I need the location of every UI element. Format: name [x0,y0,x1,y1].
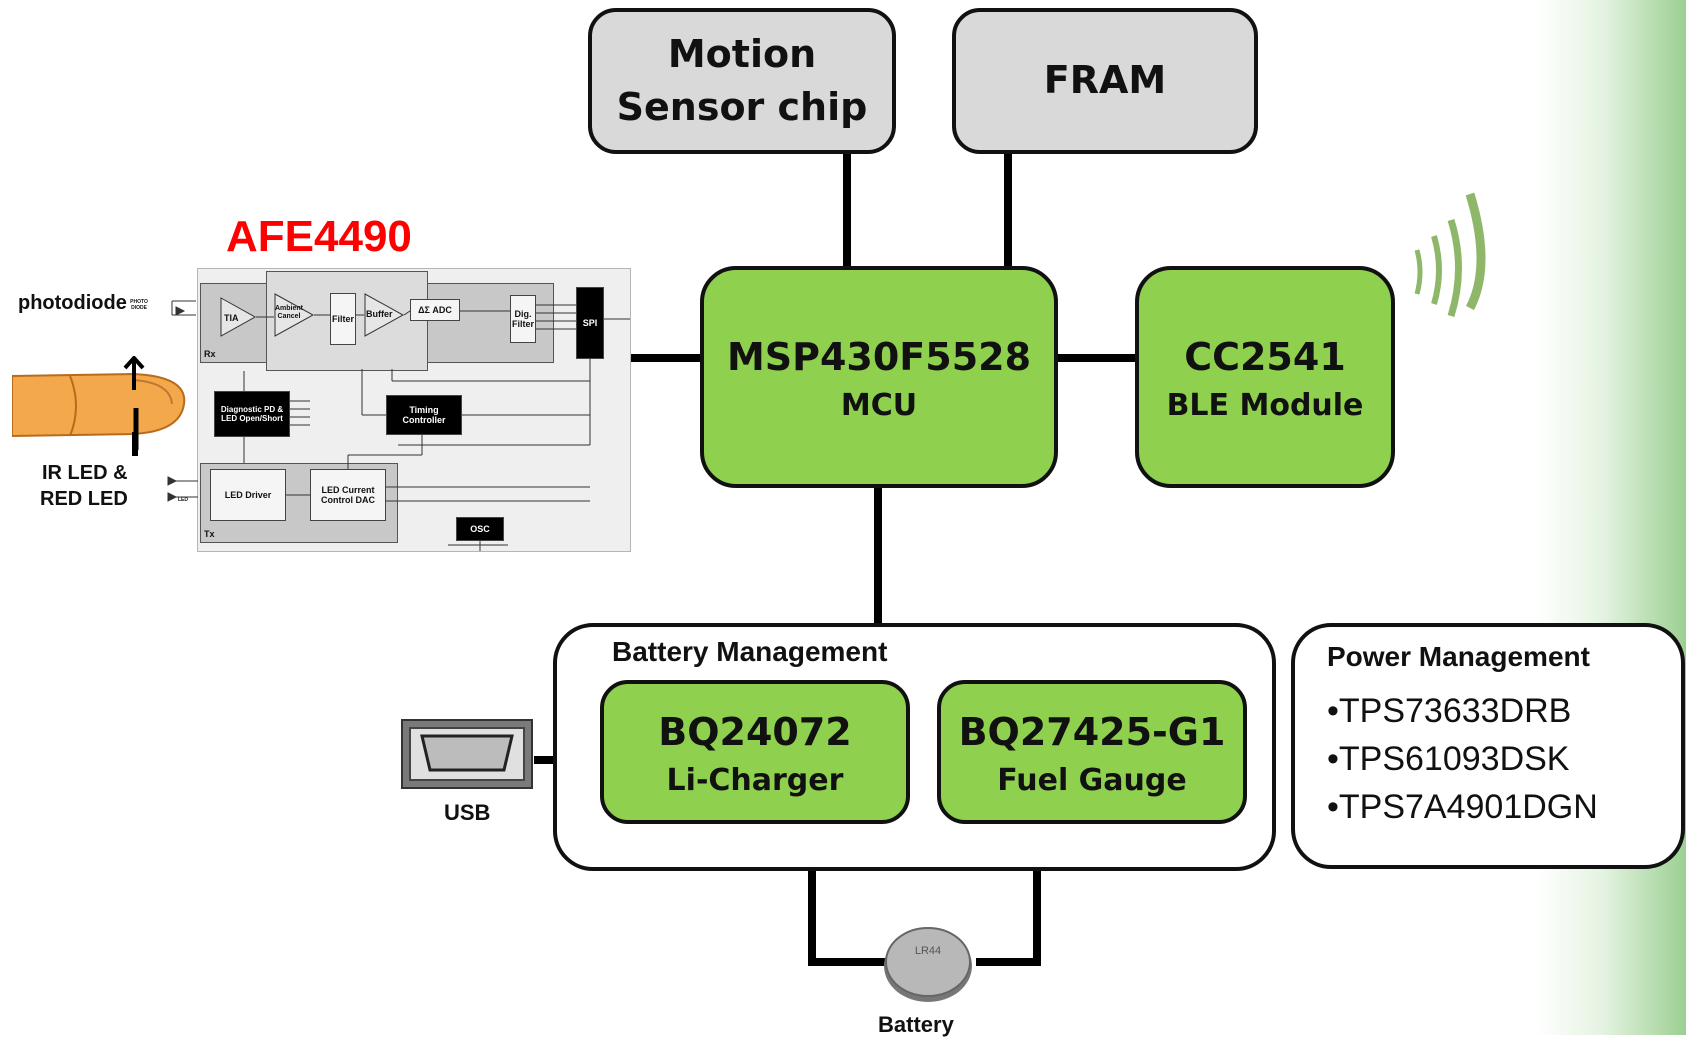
ble-block: CC2541 BLE Module [1135,266,1395,488]
wireless-signal-icon [1414,192,1486,318]
charger-sub: Li-Charger [666,763,844,799]
afe-ambient-icon [274,293,314,337]
wire-charger-battery-v [808,822,816,966]
fuel-gauge-name: BQ27425-G1 [958,709,1226,754]
power-management-title: Power Management [1327,641,1590,672]
afe-spi-block: SPI [576,287,604,359]
finger-icon [12,372,186,450]
wire-mcu-battery-mgmt [874,485,882,623]
ble-sub: BLE Module [1166,388,1364,424]
afe-filter-block: Filter [330,293,356,345]
power-item-3: •TPS7A4901DGN [1327,788,1598,826]
afe-tia-label: TIA [224,313,239,323]
ble-name: CC2541 [1184,334,1346,379]
photodiode-label: photodiode [18,292,127,314]
afe-adc-block: ΔΣ ADC [410,299,460,321]
motion-sensor-line1: Motion [667,31,817,76]
motion-sensor-line2: Sensor chip [616,85,868,129]
afe-dig-filter-block: Dig. Filter [510,295,536,343]
photodiode-symbol-icon [171,300,196,316]
mcu-name: MSP430F5528 [726,334,1032,379]
afe-ambient-label: Ambient Cancel [275,305,303,320]
fuel-gauge-sub: Fuel Gauge [997,763,1187,799]
afe-buffer-label: Buffer [366,309,393,319]
fram-label: FRAM [1043,58,1167,103]
afe-led-dac-block: LED Current Control DAC [310,469,386,521]
afe-tia-icon [220,297,256,337]
afe-timing-block: Timing Controller [386,395,462,435]
afe-tx-label: Tx [204,529,215,539]
led-label: LED [178,497,188,503]
wire-afe-mcu [618,354,703,362]
wire-fram-mcu [1004,150,1012,268]
battery-coin-icon: LR44 [884,927,972,1002]
afe-osc-block: OSC [456,517,504,541]
power-item-1: •TPS73633DRB [1327,692,1572,730]
afe-led-driver-block: LED Driver [210,469,286,521]
battery-label: Battery [878,1012,954,1037]
wire-motion-mcu [843,150,851,268]
arrow-bar-icon [132,432,138,456]
afe-rx-label: Rx [204,349,216,359]
usb-connector-icon [401,719,533,789]
afe-diagnostic-block: Diagnostic PD & LED Open/Short [214,391,290,437]
power-item-2: •TPS61093DSK [1327,740,1570,778]
battery-management-title: Battery Management [612,636,888,667]
battery-coin-text: LR44 [915,945,941,957]
charger-block: BQ24072 Li-Charger [600,680,910,824]
arrow-up-icon [123,356,145,390]
afe-block-diagram: Rx TIA Ambient Cancel Filter Buffer ΔΣ A… [130,268,631,552]
wire-mcu-ble [1055,354,1140,362]
ir-led-label-line2: RED LED [40,488,128,510]
afe-internal-wires [243,304,630,551]
charger-name: BQ24072 [658,709,852,754]
led-symbol-icon [167,476,198,502]
afe-buffer-icon [364,293,404,337]
ir-led-label-line1: IR LED & [42,462,128,484]
wire-gauge-battery-h [976,958,1041,966]
wire-charger-battery-h [808,958,888,966]
power-management-block: Power Management •TPS73633DRB •TPS61093D… [1291,623,1685,869]
mcu-sub: MCU [840,388,918,424]
fuel-gauge-block: BQ27425-G1 Fuel Gauge [937,680,1247,824]
photo-diode-label: PHOTO DIODE [130,299,148,311]
background-decoration [1536,0,1686,1035]
usb-label: USB [444,800,491,825]
wire-gauge-battery-v [1033,822,1041,966]
afe-title: AFE4490 [226,212,412,261]
fram-block: FRAM [952,8,1258,154]
mcu-block: MSP430F5528 MCU [700,266,1058,488]
motion-sensor-block: Motion Sensor chip [588,8,896,154]
